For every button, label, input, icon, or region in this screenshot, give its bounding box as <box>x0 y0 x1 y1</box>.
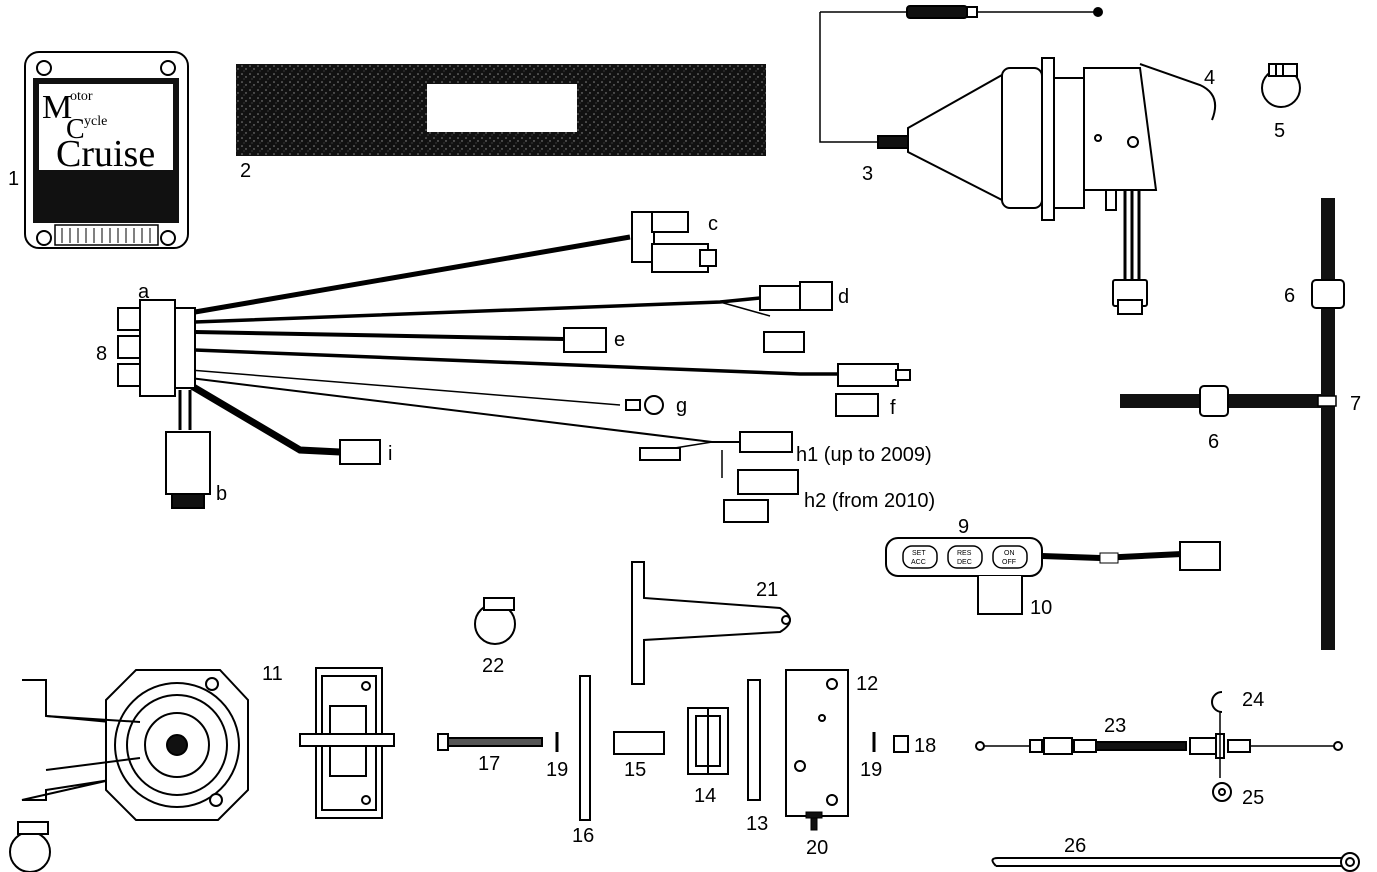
label-3: 3 <box>862 163 873 185</box>
screw-20 <box>805 811 823 831</box>
label-2: 2 <box>240 160 251 182</box>
bracket-21 <box>631 561 791 685</box>
off-button-label: OFF <box>1002 559 1016 566</box>
wiring-harness <box>117 211 911 523</box>
label-22: 22 <box>482 655 504 677</box>
set-button-label: SET <box>912 550 926 557</box>
label-e: e <box>614 329 625 351</box>
vacuum-hose-tee <box>1120 198 1345 650</box>
hose-clamp-22 <box>474 597 516 645</box>
dec-button-label: DEC <box>957 559 972 566</box>
harness-connector-f <box>835 363 911 417</box>
bolt-17 <box>437 733 543 751</box>
drum-housing <box>299 667 395 819</box>
on-button-label: ON <box>1004 550 1015 557</box>
label-g: g <box>676 395 687 417</box>
hose-clamp-5 <box>1261 63 1301 108</box>
harness-connector-e <box>563 327 607 353</box>
harness-wires <box>178 234 840 478</box>
harness-connector-b <box>165 431 211 509</box>
label-h1: h1 (up to 2009) <box>796 444 932 466</box>
throttle-cable <box>975 691 1343 802</box>
harness-connector-i <box>339 439 381 465</box>
handlebar-switch: SET ACC RES DEC ON OFF <box>885 537 1221 615</box>
label-17: 17 <box>478 753 500 775</box>
label-12: 12 <box>856 673 878 695</box>
svg-text:M: M <box>42 89 72 126</box>
control-module: M otor C ycle Cruise <box>24 51 189 249</box>
label-25: 25 <box>1242 787 1264 809</box>
label-a: a <box>138 281 150 303</box>
harness-connector-a <box>117 299 196 397</box>
harness-connector-d <box>759 281 833 353</box>
harness-connector-h1-h2 <box>639 431 799 523</box>
gear-block-14 <box>687 707 729 775</box>
label-13: 13 <box>746 813 768 835</box>
rod-26 <box>991 852 1360 872</box>
label-23: 23 <box>1104 715 1126 737</box>
label-4: 4 <box>1204 67 1215 89</box>
label-18: 18 <box>914 735 936 757</box>
label-15: 15 <box>624 759 646 781</box>
label-11: 11 <box>262 663 283 685</box>
label-6-top: 6 <box>1284 285 1295 307</box>
label-7: 7 <box>1350 393 1361 415</box>
svg-text:Cruise: Cruise <box>56 133 155 175</box>
label-f: f <box>890 397 896 419</box>
label-16: 16 <box>572 825 594 847</box>
label-b: b <box>216 483 227 505</box>
foam-pad <box>236 64 766 156</box>
res-button-label: RES <box>957 550 972 557</box>
acc-button-label: ACC <box>911 559 926 566</box>
label-19-left: 19 <box>546 759 568 781</box>
label-6-left: 6 <box>1208 431 1219 453</box>
label-14: 14 <box>694 785 716 807</box>
plate-13 <box>747 679 761 801</box>
motorcycle-cruise-logo: M otor C ycle Cruise <box>42 89 155 175</box>
svg-text:C: C <box>66 114 85 145</box>
harness-connector-c <box>631 211 717 273</box>
label-9: 9 <box>958 516 969 538</box>
label-1: 1 <box>8 168 19 190</box>
hose-clamp-bottom-left <box>9 821 51 872</box>
label-h2: h2 (from 2010) <box>804 490 935 512</box>
label-26: 26 <box>1064 835 1086 857</box>
label-8: 8 <box>96 343 107 365</box>
nut-18 <box>893 735 909 753</box>
label-24: 24 <box>1242 689 1264 711</box>
harness-ring-terminal-g <box>625 395 664 415</box>
plate-16 <box>579 675 591 821</box>
svg-text:otor: otor <box>70 89 93 104</box>
spacer-15 <box>613 731 665 755</box>
label-21: 21 <box>756 579 778 601</box>
pulley-assembly <box>21 669 249 821</box>
label-5: 5 <box>1274 120 1285 142</box>
label-19-right: 19 <box>860 759 882 781</box>
label-i: i <box>388 443 392 465</box>
svg-text:ycle: ycle <box>84 114 107 129</box>
label-d: d <box>838 286 849 308</box>
label-10: 10 <box>1030 597 1052 619</box>
servo-actuator <box>819 5 1216 315</box>
connector-pins <box>61 228 151 243</box>
label-20: 20 <box>806 837 828 859</box>
label-c: c <box>708 213 718 235</box>
housing-cover-12 <box>785 669 849 817</box>
